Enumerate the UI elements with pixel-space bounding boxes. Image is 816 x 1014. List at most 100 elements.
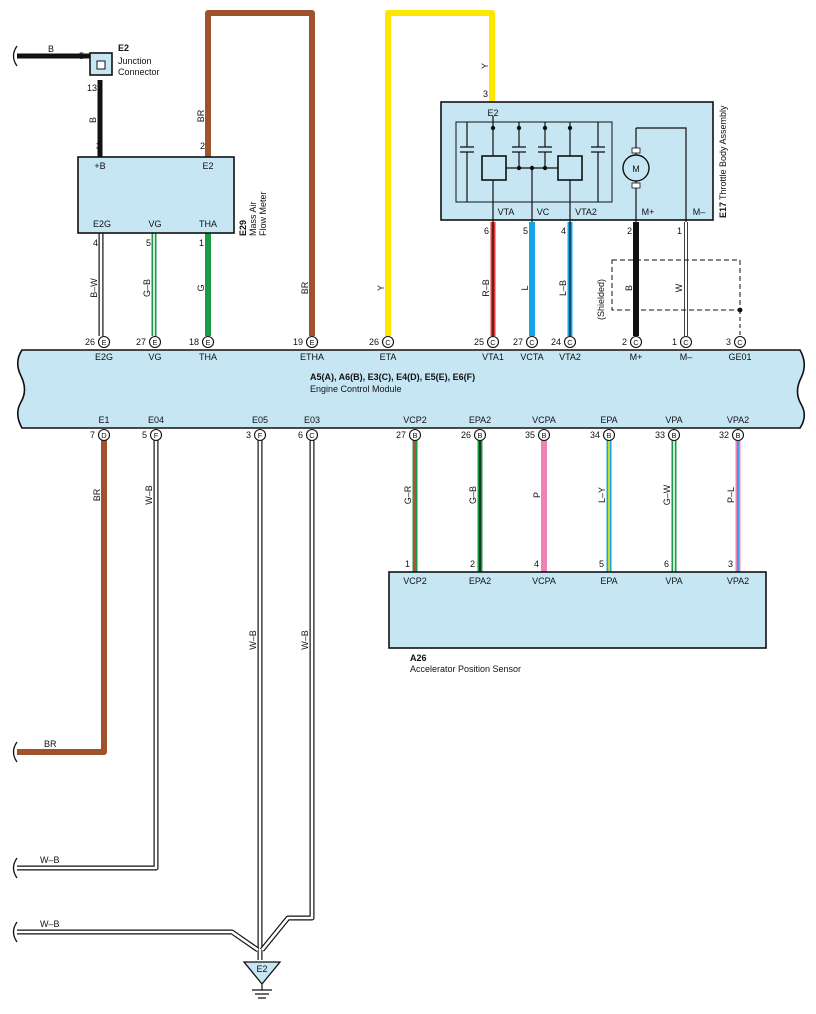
wire-label-br-etha: BR <box>300 281 310 294</box>
ecm-top-pin-vta1: C <box>486 335 500 349</box>
ecm-top-pin-number: 26 <box>369 337 379 347</box>
ecm-bottom-pin-e03: C <box>305 428 319 442</box>
wire-br-e29-etha <box>205 10 315 336</box>
ecm-bottom-pin-label: EPA <box>600 415 617 425</box>
wire-label-gw: G–W <box>662 484 672 505</box>
wire-label-b-mid: B <box>88 117 98 123</box>
ecm-bottom-pin-label: E03 <box>304 415 320 425</box>
svg-text:C: C <box>529 338 535 347</box>
a26-name: Accelerator Position Sensor <box>410 664 521 674</box>
ecm-top-pin-label: M+ <box>630 352 643 362</box>
ecm-top-pin-number: 27 <box>513 337 523 347</box>
e2-name: Junction <box>118 56 152 66</box>
ecm-bottom-pin-number: 33 <box>655 430 665 440</box>
e17-label-mminus: M– <box>693 207 706 217</box>
ground-e2: E2 <box>242 961 282 999</box>
wire-label-w-m: W <box>674 283 684 292</box>
e29-label-vg: VG <box>148 219 161 229</box>
ecm-top-pin-ge01: C <box>733 335 747 349</box>
e2-junction-connector: 5 13 E2 Junction Connector <box>79 43 160 93</box>
ecm-top-pin-label: VTA2 <box>559 352 581 362</box>
ecm-bottom-pin-e1: D <box>97 428 111 442</box>
a26-pin-label: VPA <box>665 576 682 586</box>
wire-label-wb-out1: W–B <box>40 855 60 865</box>
a26-pin-number: 5 <box>599 559 604 569</box>
svg-text:C: C <box>567 338 573 347</box>
e17-label-vta2: VTA2 <box>575 207 597 217</box>
e29-id: E29 <box>238 220 248 236</box>
svg-text:B: B <box>735 431 740 440</box>
e29-pin-3: 3 <box>96 141 101 151</box>
e17-pin-2: 2 <box>627 226 632 236</box>
e17-junction-dots <box>490 125 573 171</box>
wire-label-ly: L–Y <box>597 487 607 503</box>
e29-name2: Flow Meter <box>258 191 268 236</box>
wire-label-pl: P–L <box>726 487 736 503</box>
wire-label-wb-e03: W–B <box>300 630 310 650</box>
svg-text:B: B <box>412 431 417 440</box>
e17-pin-5: 5 <box>523 226 528 236</box>
svg-text:C: C <box>737 338 743 347</box>
ecm-bottom-pin-number: 3 <box>246 430 251 440</box>
svg-text:C: C <box>490 338 496 347</box>
ecm-bottom-pin-number: 5 <box>142 430 147 440</box>
ecm-top-pin-label: ETA <box>380 352 397 362</box>
ecm-top-pin-label: VTA1 <box>482 352 504 362</box>
e17-name: Throttle Body Assembly <box>718 105 728 200</box>
wire-label-br-out: BR <box>44 739 57 749</box>
ecm-top-pin-label: THA <box>199 352 217 362</box>
ecm-top-pin-number: 3 <box>726 337 731 347</box>
e2-id: E2 <box>118 43 129 53</box>
ecm-top-pins: E26E2GE27VGE18THAE19ETHAC26ETAC25VTA1C27… <box>85 335 752 362</box>
e17-pin-3: 3 <box>483 89 488 99</box>
ecm-bottom-pin-number: 35 <box>525 430 535 440</box>
ecm-bottom-pin-label: E05 <box>252 415 268 425</box>
ecm-bottom-pins: D7E1F5E04F3E05C6E03B27VCP2B26EPA2B35VCPA… <box>90 415 749 442</box>
e29-pin-1: 1 <box>199 238 204 248</box>
svg-text:B: B <box>477 431 482 440</box>
engine-control-module: A5(A), A6(B), E3(C), E4(D), E5(E), E6(F)… <box>16 349 806 429</box>
a26-pin-label: VPA2 <box>727 576 749 586</box>
wires-layer <box>12 10 743 960</box>
ecm-bottom-pin-vpa2: B <box>731 428 745 442</box>
e17-id: E17 <box>718 202 728 218</box>
e29-pin-4: 4 <box>93 238 98 248</box>
ecm-bottom-pin-number: 26 <box>461 430 471 440</box>
a26-pin-number: 4 <box>534 559 539 569</box>
a26-pin-label: VCP2 <box>403 576 427 586</box>
wire-label-br-e1: BR <box>92 488 102 501</box>
e29-pin-5: 5 <box>146 238 151 248</box>
pin-e2-out: 13 <box>87 83 97 93</box>
wire-label-rb: R–B <box>481 279 491 297</box>
a26-id: A26 <box>410 653 427 663</box>
wire-label-bw: B–W <box>89 278 99 298</box>
wire-wb-e04 <box>17 440 159 871</box>
e29-name: Mass Air <box>248 201 258 236</box>
ecm-bottom-pin-label: VCP2 <box>403 415 427 425</box>
pin-e2-in: 5 <box>79 51 84 61</box>
ecm-top-pin-number: 27 <box>136 337 146 347</box>
ecm-bottom-pin-e04: F <box>149 428 163 442</box>
wire-label-wb-e04: W–B <box>144 485 154 505</box>
e17-label-e2: E2 <box>487 108 498 118</box>
ecm-top-pin-label: GE01 <box>728 352 751 362</box>
wire-label-wb-e05: W–B <box>248 630 258 650</box>
ecm-top-pin-label: VCTA <box>520 352 543 362</box>
ground-icon <box>252 984 272 999</box>
e17-pin-1: 1 <box>677 226 682 236</box>
ecm-bottom-pin-label: EPA2 <box>469 415 491 425</box>
ecm-top-pin-label: M– <box>680 352 693 362</box>
ecm-top-pin-number: 2 <box>622 337 627 347</box>
ecm-top-pin-label: E2G <box>95 352 113 362</box>
svg-text:E: E <box>101 338 106 347</box>
svg-text:B: B <box>671 431 676 440</box>
svg-text:F: F <box>258 431 263 440</box>
svg-text:B: B <box>606 431 611 440</box>
ecm-top-pin-e2g: E <box>97 335 111 349</box>
wire-label-gr: G–R <box>403 485 413 504</box>
wire-y-e17-eta <box>385 10 495 336</box>
ecm-bottom-pin-number: 27 <box>396 430 406 440</box>
ecm-bottom-pin-vcpa: B <box>537 428 551 442</box>
